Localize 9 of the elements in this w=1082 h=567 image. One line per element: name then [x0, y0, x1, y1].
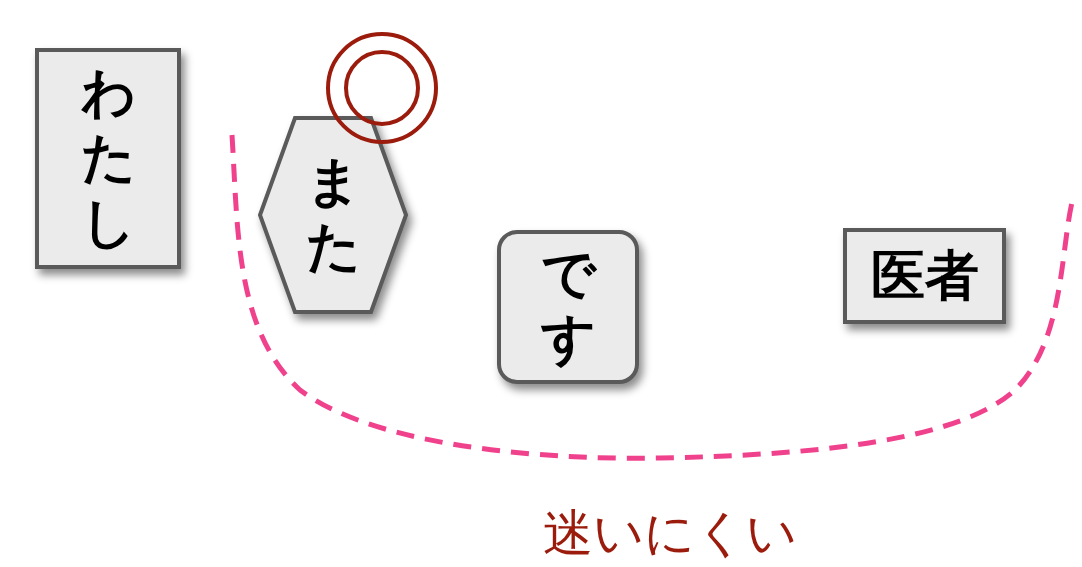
hexagon-card: [258, 116, 408, 314]
caption-text: 迷いにくい: [543, 503, 797, 564]
card-text: です: [541, 242, 595, 372]
card-text: また: [306, 150, 360, 280]
card-text: 医者: [870, 246, 979, 306]
rounded-card: [497, 230, 639, 384]
card-text: わたし: [81, 61, 135, 256]
word-card: [35, 48, 181, 269]
word-card: [843, 228, 1006, 324]
